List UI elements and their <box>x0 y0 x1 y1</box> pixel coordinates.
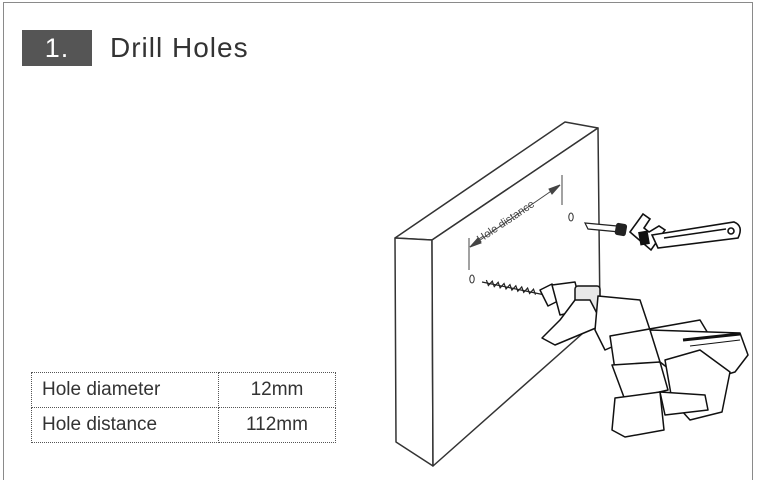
spec-key: Hole diameter <box>31 372 219 408</box>
upper-hole <box>568 212 574 222</box>
specs-table: Hole diameter 12mm Hole distance 112mm <box>31 372 336 443</box>
page-frame <box>3 2 753 480</box>
spec-key: Hole distance <box>31 407 219 443</box>
wrench-icon <box>628 212 742 252</box>
hole-marks <box>469 212 574 284</box>
table-row: Hole diameter 12mm <box>31 372 336 408</box>
wall-anchor-icon <box>583 222 628 237</box>
hole-distance-dimension <box>468 175 563 270</box>
spec-value: 12mm <box>218 372 336 408</box>
spec-value: 112mm <box>218 407 336 443</box>
drill-bit <box>481 279 546 296</box>
drill-icon <box>539 281 749 438</box>
step-number-badge: 1. <box>22 30 92 66</box>
table-row: Hole distance 112mm <box>31 407 336 443</box>
lower-hole <box>469 274 475 284</box>
wall-panel <box>394 121 601 467</box>
step-title: Drill Holes <box>110 32 249 63</box>
